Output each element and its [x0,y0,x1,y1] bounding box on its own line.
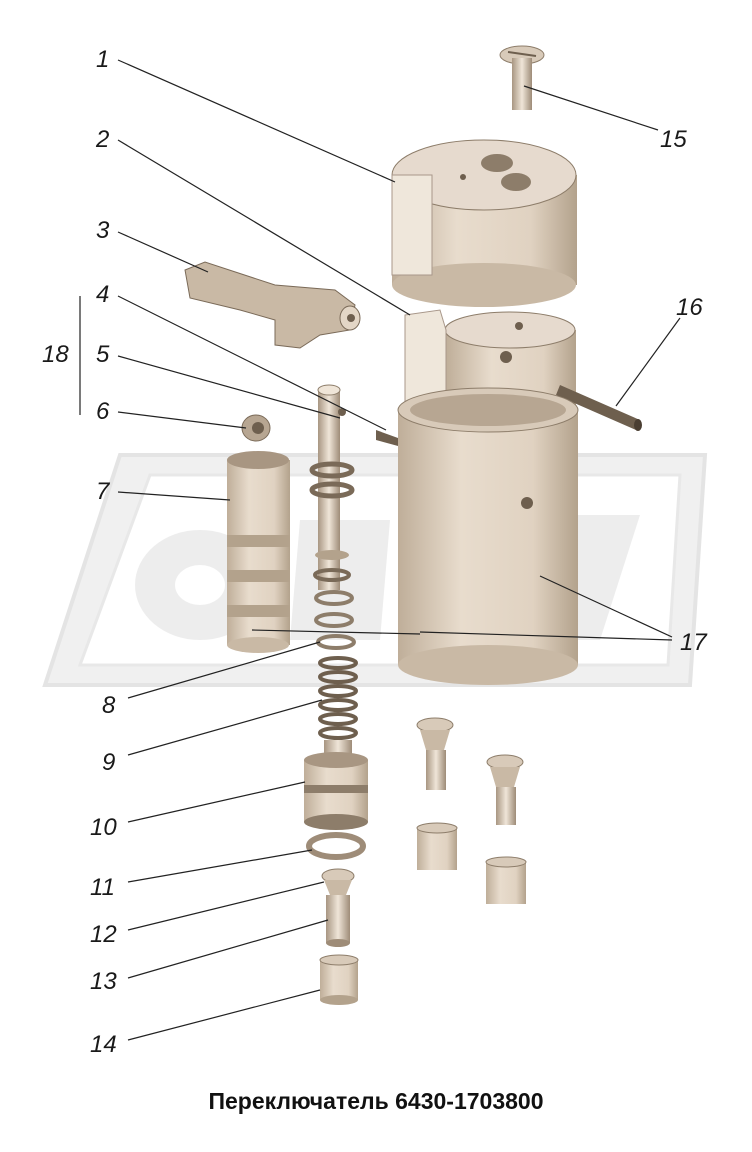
leader-6 [117,411,247,429]
callout-12: 12 [90,921,117,948]
leader-7 [117,491,231,501]
leader-11 [127,849,313,883]
callout-10: 10 [90,814,117,841]
part-11-o-ring [306,832,366,860]
part-15-screw [499,45,545,110]
callout-11: 11 [90,874,115,901]
part-6-nut [241,414,271,442]
callout-7: 7 [96,478,110,505]
callout-16: 16 [676,294,703,321]
callout-17: 17 [680,629,707,656]
leader-17a [539,575,673,638]
callout-9: 9 [102,749,116,776]
callout-3: 3 [96,217,110,244]
callout-1: 1 [96,46,110,73]
part-3-lever [184,261,361,349]
leader-10 [127,781,306,823]
callout-13: 13 [90,968,117,995]
leader-17b [419,631,673,641]
leader-3 [117,231,209,273]
callout-4: 4 [96,281,110,308]
leader-14 [127,989,321,1041]
part-13-valve-stem [326,895,350,947]
part-9-spring [318,656,358,740]
leader-9 [127,699,323,756]
extra-valve-left [416,717,454,790]
leader-2 [117,139,411,316]
callout-14: 14 [90,1031,117,1058]
leader-7b [251,629,421,635]
leader-12 [127,881,325,931]
leader-1 [117,59,396,183]
leader-16 [615,317,681,407]
diagram-caption: Переключатель 6430-1703800 [208,1088,544,1114]
leader-4 [117,295,387,431]
part-14-bushing [319,954,359,1005]
callout-8: 8 [102,692,116,719]
watermark-logo [42,453,708,687]
callout-2: 2 [96,126,110,153]
callout-15: 15 [660,126,687,153]
leader-8 [127,641,321,699]
part-4-shaft [309,384,355,590]
leader-5 [117,355,341,419]
part-7-sleeve [227,451,290,653]
extra-valve-right [486,754,524,825]
leader-13 [127,919,329,979]
callout-18: 18 [42,341,69,368]
extra-bushing-left [416,822,458,870]
leader-15 [523,85,659,131]
leader-lines [79,59,681,1041]
part-17-main-body [376,387,579,685]
callout-6: 6 [96,398,110,425]
part-12-valve-head [321,868,355,895]
callout-5: 5 [96,341,110,368]
part-10-valve-body [304,740,368,830]
extra-bushing-right [485,856,527,904]
part-1-top-cap [391,139,577,307]
part-16-long-pin [556,385,642,431]
